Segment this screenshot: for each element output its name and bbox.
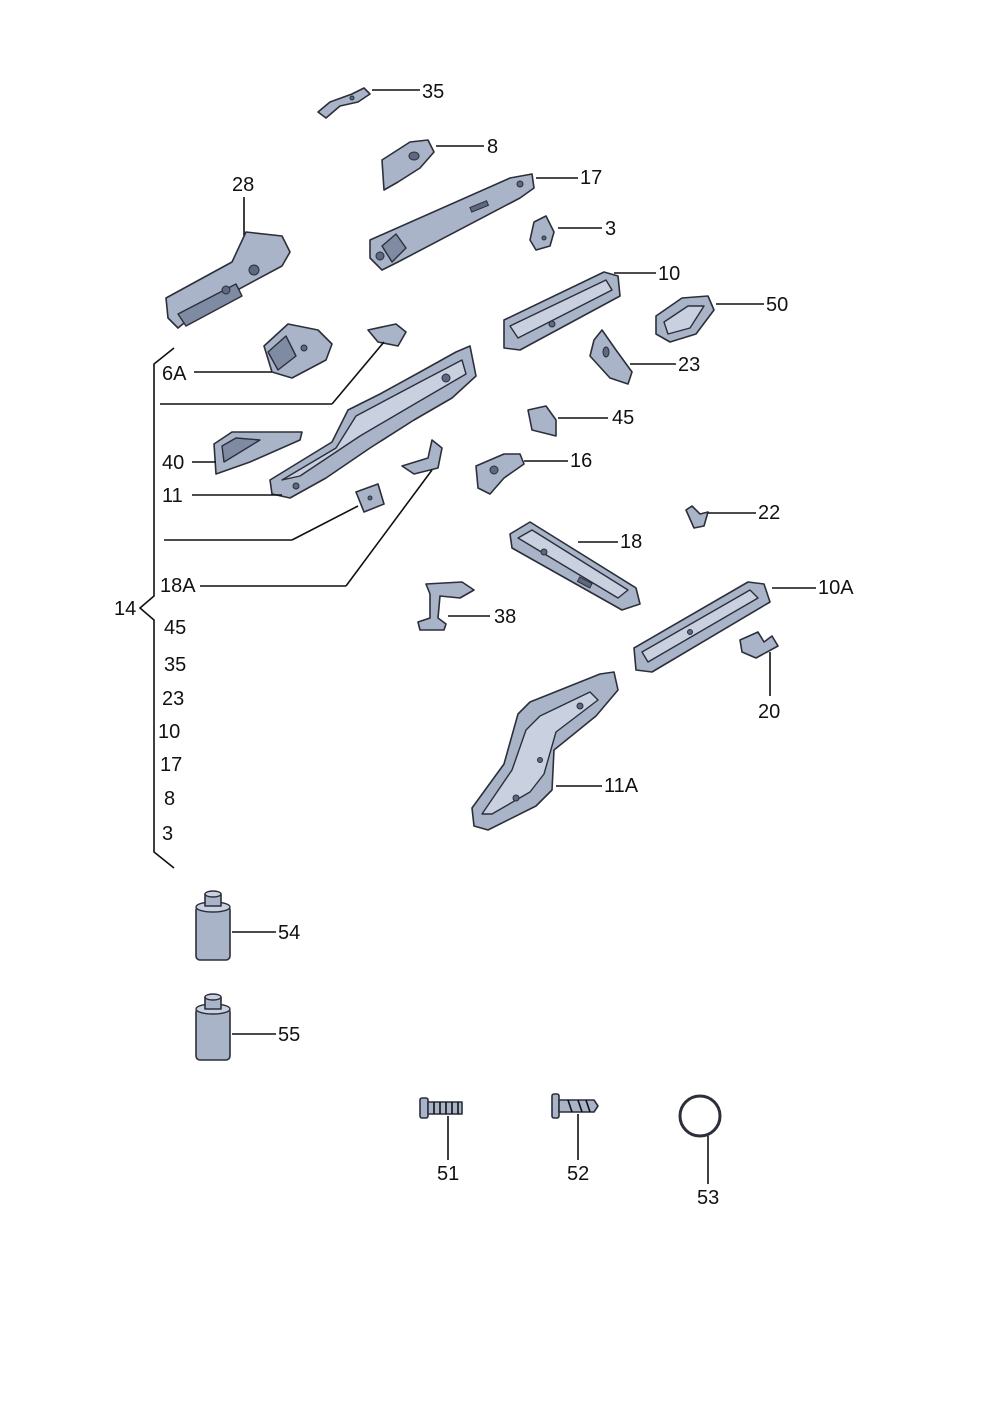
- part-54[interactable]: [195, 890, 231, 961]
- part-23[interactable]: [589, 329, 633, 385]
- part-16[interactable]: [475, 453, 525, 495]
- group-14-item: 17: [160, 754, 182, 776]
- callout-14: 14: [114, 598, 136, 620]
- part-28[interactable]: [165, 231, 291, 329]
- callout-17: 17: [580, 167, 602, 189]
- part-6A[interactable]: [263, 323, 333, 379]
- part-10[interactable]: [503, 271, 621, 351]
- callout-40: 40: [162, 452, 184, 474]
- part-18[interactable]: [509, 521, 641, 611]
- part-55[interactable]: [195, 993, 231, 1061]
- callout-11A: 11A: [604, 775, 639, 797]
- group-14-list: 45 35 23 10 17 8 3: [158, 617, 186, 845]
- group-14-item: 10: [158, 721, 180, 743]
- callout-6A: 6A: [162, 363, 187, 385]
- part-51[interactable]: [419, 1097, 463, 1119]
- part-35[interactable]: [317, 87, 371, 119]
- part-3[interactable]: [529, 215, 555, 251]
- group-14-item: 23: [162, 688, 184, 710]
- callout-23: 23: [678, 354, 700, 376]
- part-10A[interactable]: [633, 581, 771, 673]
- callout-8: 8: [487, 136, 498, 158]
- group-14-item: 8: [164, 788, 175, 810]
- callout-28: 28: [232, 174, 254, 196]
- part-22[interactable]: [685, 505, 709, 529]
- callout-10A: 10A: [818, 577, 854, 599]
- part-18A[interactable]: [401, 439, 443, 475]
- group-14-item: 45: [164, 617, 186, 639]
- group-14-item: 3: [162, 823, 173, 845]
- callout-55: 55: [278, 1024, 300, 1046]
- callout-52: 52: [567, 1163, 589, 1185]
- callout-16: 16: [570, 450, 592, 472]
- part-small-bracket-upper[interactable]: [367, 323, 407, 347]
- callout-35: 35: [422, 81, 444, 103]
- callout-45: 45: [612, 407, 634, 429]
- callout-3: 3: [605, 218, 616, 240]
- group-14-brace: [138, 347, 175, 869]
- callout-20: 20: [758, 701, 780, 723]
- callout-50: 50: [766, 294, 788, 316]
- callout-11: 11: [162, 485, 183, 507]
- part-11[interactable]: [269, 345, 477, 499]
- part-8[interactable]: [381, 139, 435, 191]
- part-11A[interactable]: [471, 671, 619, 831]
- part-50[interactable]: [655, 295, 715, 343]
- part-52[interactable]: [551, 1093, 599, 1119]
- callout-10: 10: [658, 263, 680, 285]
- part-20[interactable]: [739, 631, 779, 659]
- part-40[interactable]: [213, 431, 303, 475]
- callout-51: 51: [437, 1163, 459, 1185]
- part-17[interactable]: [369, 173, 535, 271]
- callout-22: 22: [758, 502, 780, 524]
- callout-18: 18: [620, 531, 642, 553]
- group-14-item: 35: [164, 654, 186, 676]
- callout-38: 38: [494, 606, 516, 628]
- part-38[interactable]: [417, 581, 475, 631]
- callout-54: 54: [278, 922, 300, 944]
- part-53[interactable]: [678, 1094, 722, 1138]
- part-45[interactable]: [527, 405, 557, 437]
- part-small-bracket-lower[interactable]: [355, 483, 385, 513]
- callout-53: 53: [697, 1187, 719, 1209]
- callout-18A: 18A: [160, 575, 196, 597]
